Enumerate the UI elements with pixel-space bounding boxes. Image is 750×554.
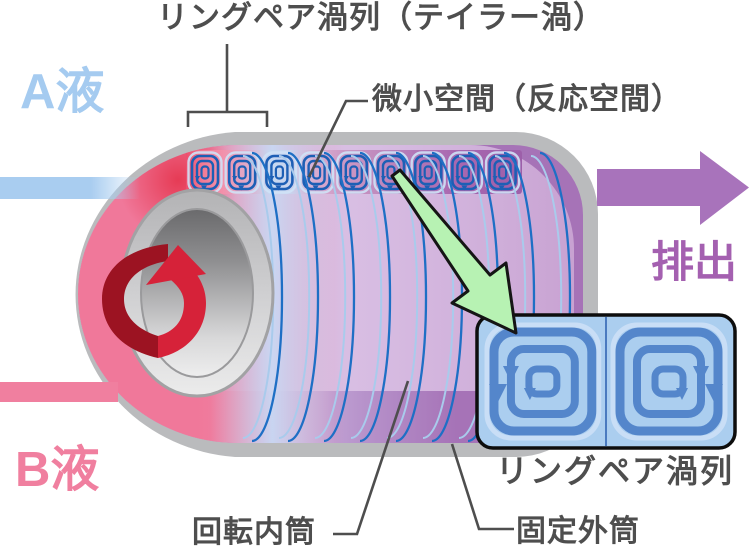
rotating-inner-cylinder-label: 回転内筒: [192, 516, 316, 549]
liquid-b-inlet-bar: [0, 382, 118, 402]
discharge-arrow-icon: [597, 151, 749, 225]
zoom-arrow-icon: [390, 168, 518, 335]
liquid-a-inlet-bar: [0, 177, 140, 199]
leader-lines: [186, 44, 514, 536]
micro-space-label: 微小空間（反応空間）: [372, 83, 682, 116]
fixed-cylinder-leader: [450, 443, 514, 531]
liquid-b-label: B液: [15, 443, 100, 497]
diagram-title: リングペア渦列（テイラー渦）: [157, 0, 605, 35]
rotation-arrow-icon: [102, 244, 206, 358]
liquid-a-label: A液: [20, 65, 105, 119]
ring-pair-inset-box: [475, 313, 737, 450]
rotating-cylinder-leader: [333, 380, 410, 536]
ring-pair-inset-label: リングペア渦列: [495, 453, 735, 489]
title-bracket: [186, 44, 269, 127]
discharge-label: 排出: [651, 239, 737, 287]
micro-space-leader: [307, 99, 368, 178]
fixed-outer-cylinder-label: 固定外筒: [516, 515, 640, 548]
